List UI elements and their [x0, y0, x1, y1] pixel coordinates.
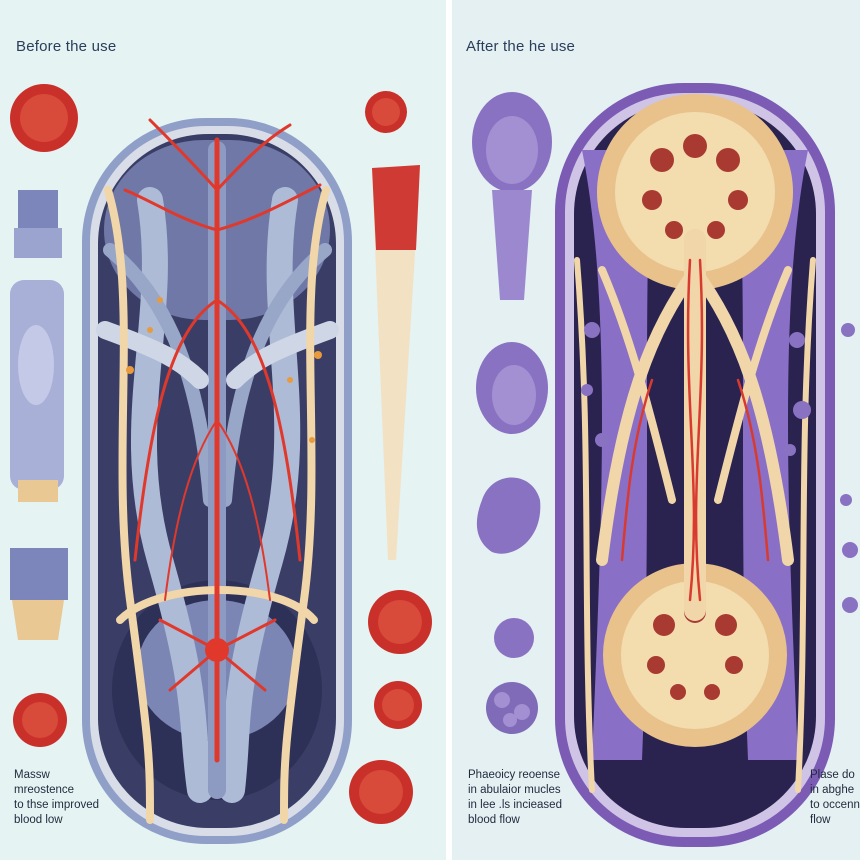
- after-top-gland: [597, 94, 793, 290]
- after-bottom-gland: [603, 563, 787, 747]
- before-title: Before the use: [16, 38, 117, 55]
- before-dots: [126, 297, 322, 443]
- after-title: After the he use: [466, 38, 576, 55]
- after-edge-caption: Plase do in abghe to occenn flow: [810, 768, 860, 828]
- after-caption-line: Phaeoicy reoense: [468, 769, 561, 781]
- before-artery-node: [205, 638, 229, 662]
- after-purple-organs: [472, 92, 552, 734]
- panel-divider: [446, 0, 452, 860]
- after-caption-line: blood flow: [468, 814, 520, 826]
- before-tube-devices: [10, 190, 68, 640]
- after-caption: Phaeoicy reoense in abulaior mucles in l…: [468, 768, 562, 828]
- before-caption-line: blood low: [14, 814, 63, 826]
- before-red-cells: [10, 84, 432, 824]
- before-muscle-strip: [372, 165, 420, 560]
- after-illustration: [472, 83, 858, 847]
- after-edge-caption-line: flow: [810, 814, 831, 826]
- before-arteries: [123, 118, 322, 763]
- after-arteries: [620, 258, 770, 602]
- before-caption: Massw mreostence to thse improved blood …: [14, 768, 99, 828]
- before-caption-line: mreostence: [14, 784, 75, 796]
- before-caption-line: to thse improved: [14, 799, 100, 811]
- before-caption-line: Massw: [14, 769, 50, 781]
- after-edge-caption-line: to occenn: [810, 799, 860, 811]
- after-caption-line: in abulaior mucles: [468, 784, 561, 796]
- after-edge-caption-line: in abghe: [810, 784, 855, 796]
- after-panel: After the he use: [452, 0, 860, 860]
- before-illustration: [10, 84, 432, 844]
- before-panel: Before the use: [10, 38, 432, 844]
- after-edge-caption-line: Plase do: [810, 769, 855, 781]
- after-caption-line: in lee .ls incieased: [468, 799, 562, 811]
- after-nerve-trunks: [574, 229, 816, 793]
- after-spheres: [581, 322, 858, 613]
